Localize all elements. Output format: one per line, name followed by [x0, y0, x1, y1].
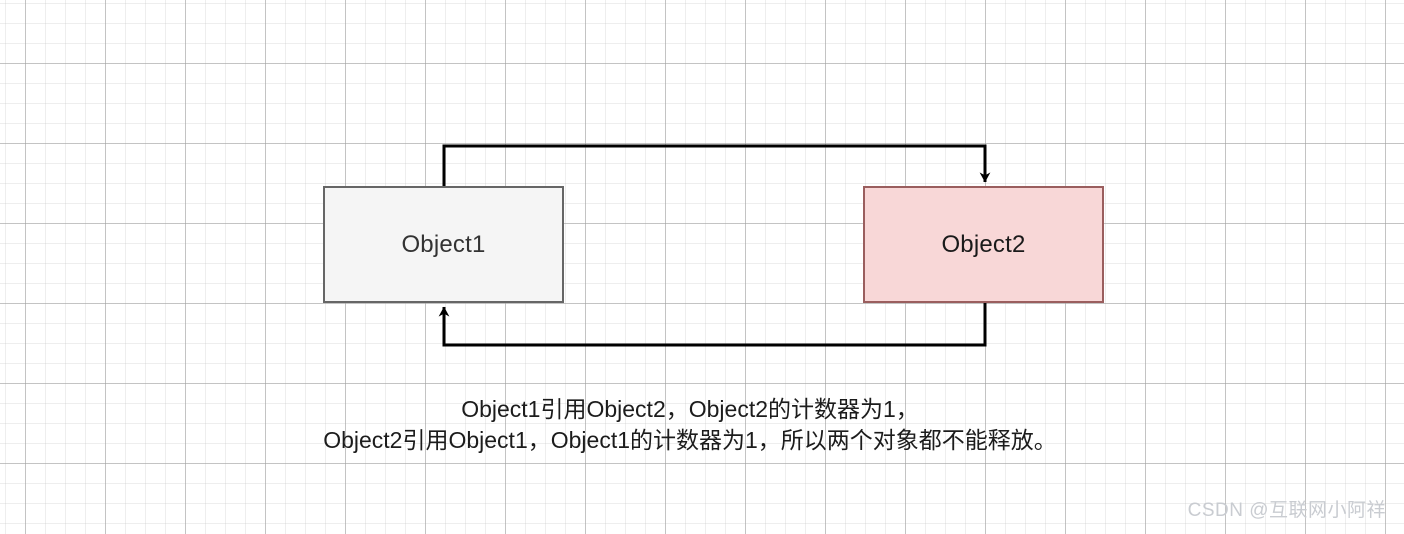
node-object2-label: Object2 [941, 230, 1026, 258]
node-object1-label: Object1 [401, 230, 486, 258]
connector-object1-to-object2 [442, 144, 991, 186]
caption-line-2: Object2引用Object1，Object1的计数器为1，所以两个对象都不能… [323, 427, 1057, 453]
node-object2[interactable]: Object2 [863, 186, 1104, 303]
csdn-watermark: CSDN @互联网小阿祥 [1187, 500, 1386, 521]
diagram-caption: Object1引用Object2，Object2的计数器为1， Object2引… [0, 394, 1380, 456]
caption-line-1: Object1引用Object2，Object2的计数器为1， [461, 396, 919, 422]
connector-object2-to-object1 [438, 303, 987, 347]
node-object1[interactable]: Object1 [323, 186, 564, 303]
